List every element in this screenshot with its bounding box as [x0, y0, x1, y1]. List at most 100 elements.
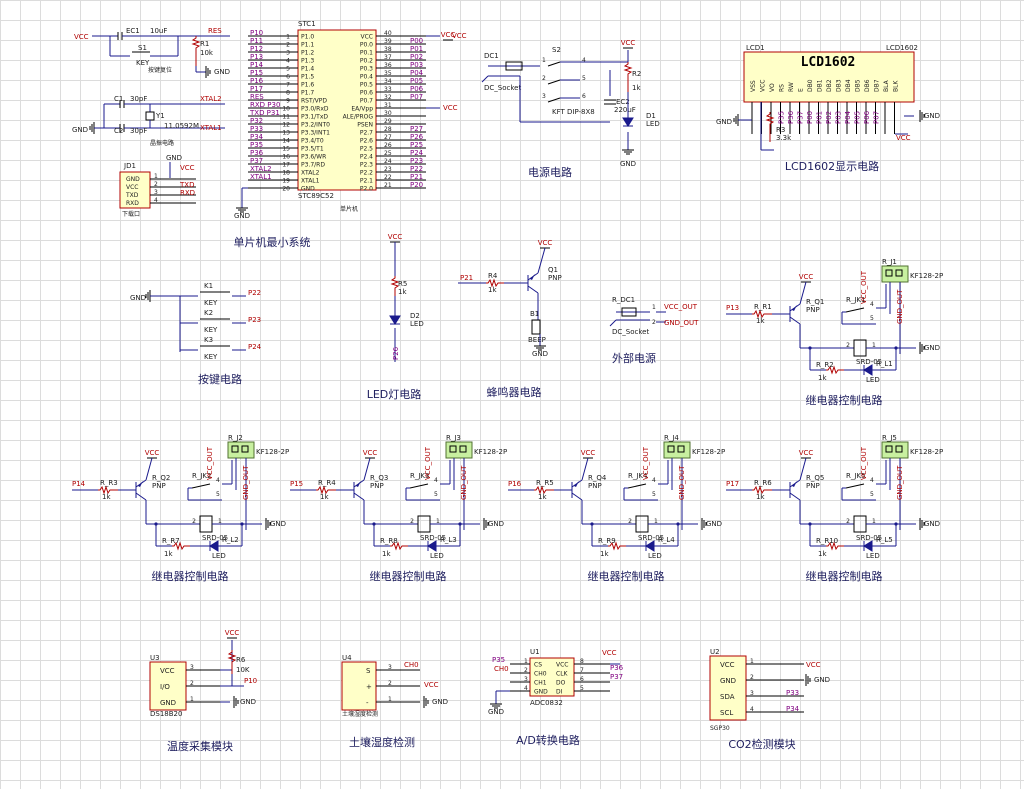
- junction: [154, 522, 158, 526]
- mcu-right-pin: EA/Vpp: [351, 106, 373, 113]
- vcc-label: VCC: [363, 449, 378, 457]
- title-power: 电源电路: [528, 165, 572, 179]
- relay-vcc-out: VCC_OUT: [642, 446, 650, 480]
- ext-out2: GND_OUT: [664, 319, 699, 327]
- gnd-label: GND: [166, 154, 182, 162]
- mcu-right-num: 22: [384, 174, 392, 181]
- mcu-left-num: 14: [282, 138, 290, 145]
- box: [885, 269, 893, 277]
- box: [853, 515, 867, 533]
- lcd-net: P07: [873, 111, 881, 124]
- buzzer-bv: BEEP: [528, 336, 546, 344]
- relay-term: KF128-2P: [256, 448, 289, 456]
- mcu-left-pin: GND: [301, 186, 315, 193]
- buzzer-q: Q1: [548, 266, 558, 274]
- mcu-right-pin: P0.4: [360, 74, 373, 81]
- box: [885, 445, 893, 453]
- lcd-net: P06: [863, 110, 871, 124]
- mcu-right-net: P20: [410, 181, 423, 189]
- relay-led-val: LED: [430, 552, 444, 560]
- mcu-left-pin: P3.5/T1: [301, 146, 324, 153]
- co2-pin: SCL: [720, 709, 733, 717]
- temp-num: 1: [190, 696, 194, 703]
- mcu-left-num: 15: [282, 146, 290, 153]
- led-rv: 1k: [398, 288, 407, 296]
- lcd-pin: RW: [788, 82, 795, 92]
- box: [853, 339, 867, 357]
- vcc-label: VCC: [225, 629, 240, 637]
- relay-net: P16: [508, 480, 522, 488]
- key-ref: K1: [204, 282, 213, 290]
- co2-pin: GND: [720, 677, 736, 685]
- adc-pin: DI: [556, 689, 563, 696]
- soil-part: 土壤湿度检测: [342, 710, 378, 718]
- relay-pin: 1: [872, 342, 876, 349]
- lcd-pin: RS: [779, 84, 786, 92]
- ground-symbol: [805, 674, 811, 686]
- relay-net: P15: [290, 480, 303, 488]
- key-ref: K3: [204, 336, 213, 344]
- title-buzzer: 蜂鸣器电路: [487, 385, 542, 399]
- mcu-left-net: P36: [250, 149, 264, 157]
- mcu-right-pin: P0.7: [360, 98, 373, 105]
- relay-jk: R_JK4: [628, 472, 648, 480]
- title-soil: 土壤湿度检测: [349, 735, 415, 749]
- adc-num: 8: [580, 658, 584, 665]
- mcu-right-net: P26: [410, 133, 424, 141]
- arrow-icon: [574, 481, 579, 487]
- wire: [765, 112, 775, 142]
- power-pin: 2: [542, 75, 546, 82]
- arrow-icon: [530, 274, 535, 280]
- relay-rv: 1k: [756, 493, 765, 501]
- mcu-right-num: 33: [384, 86, 392, 93]
- wire: [145, 457, 153, 481]
- mcu-left-net: P10: [250, 29, 263, 37]
- wire: [623, 62, 633, 92]
- mcu-right-net: P02: [410, 53, 423, 61]
- wire: [191, 36, 201, 66]
- ground-symbol: [233, 696, 239, 708]
- mcu-right-num: 21: [384, 182, 392, 189]
- relay-rlv: 1k: [164, 550, 173, 558]
- mcu-right-num: 30: [384, 110, 392, 117]
- relay-j: R_J5: [882, 434, 897, 442]
- relay-pin: 5: [216, 491, 220, 498]
- mcu-left-pin: P3.7/RD: [301, 162, 325, 169]
- relay-pnp: PNP: [806, 482, 820, 490]
- wire: [752, 485, 772, 495]
- mcu-left-pin: P1.6: [301, 82, 314, 89]
- relay-r: R_R3: [100, 479, 118, 487]
- junction: [808, 346, 812, 350]
- mcu-left-net: P12: [250, 45, 263, 53]
- crystal-x1: XTAL1: [200, 124, 222, 132]
- crystal-c2: C2: [114, 127, 123, 135]
- mcu-right-num: 40: [384, 30, 392, 37]
- box: [119, 171, 151, 209]
- mcu-left-num: 9: [286, 98, 290, 105]
- mcu-note: 单片机: [340, 205, 358, 213]
- gnd-label: GND: [716, 118, 732, 126]
- soil-pin: -: [366, 699, 369, 707]
- mcu-right-num: 32: [384, 94, 392, 101]
- relay-pin: 2: [628, 518, 632, 525]
- mcu-right-num: 36: [384, 62, 392, 69]
- mcu-left-pin: P1.7: [301, 90, 314, 97]
- relay-coil: SRD-05: [202, 534, 228, 542]
- box: [149, 661, 187, 711]
- mcu-right-pin: P0.2: [360, 58, 373, 65]
- adc-num: 4: [524, 685, 528, 692]
- key-val: KEY: [204, 299, 218, 307]
- relay-term: KF128-2P: [692, 448, 725, 456]
- relay-led: R_L2: [222, 536, 239, 544]
- temp-rv: 10K: [236, 666, 250, 674]
- box: [231, 445, 239, 453]
- wire: [353, 492, 365, 501]
- mcu-left-num: 4: [286, 58, 290, 65]
- lcd-net: P37: [797, 111, 805, 124]
- relay-r: R_R5: [536, 479, 554, 487]
